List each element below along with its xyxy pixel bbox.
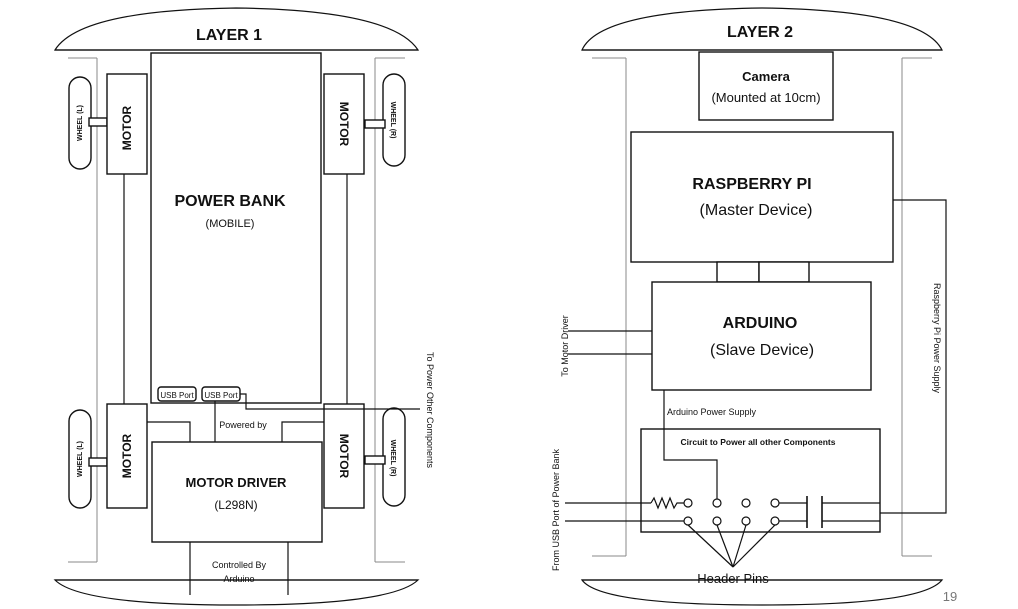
power-bank-title: POWER BANK bbox=[174, 193, 286, 210]
page-number: 19 bbox=[943, 589, 957, 604]
motor-top-right: MOTOR bbox=[323, 73, 365, 175]
wheel-top-right-label: WHEEL (R) bbox=[389, 102, 396, 139]
motor-driver-subtitle: (L298N) bbox=[214, 498, 257, 512]
wheel-top-left-label: WHEEL (L) bbox=[77, 105, 84, 141]
circuit-label: Circuit to Power all other Components bbox=[681, 437, 836, 447]
usb-port-1-label: USB Port bbox=[160, 391, 194, 400]
raspberry-pi: RASPBERRY PI (Master Device) bbox=[630, 131, 894, 263]
camera-title: Camera bbox=[742, 69, 790, 84]
motor-driver: MOTOR DRIVER (L298N) bbox=[151, 441, 323, 543]
camera-subtitle: (Mounted at 10cm) bbox=[711, 90, 820, 105]
wheel-bottom-right-label: WHEEL (R) bbox=[389, 440, 396, 477]
layer1-chassis bbox=[53, 7, 420, 606]
controlled-by-label-2: Arduino bbox=[223, 574, 254, 584]
powered-by-label: Powered by bbox=[219, 420, 267, 430]
layer1-title: LAYER 1 bbox=[196, 27, 262, 44]
arduino-subtitle: (Slave Device) bbox=[710, 342, 814, 359]
raspberry-pi-subtitle: (Master Device) bbox=[700, 202, 813, 219]
wheel-bottom-right: WHEEL (R) bbox=[364, 407, 406, 507]
power-bank-subtitle: (MOBILE) bbox=[206, 218, 255, 230]
wheel-top-left: WHEEL (L) bbox=[68, 76, 108, 170]
raspberry-pi-title: RASPBERRY PI bbox=[692, 176, 811, 193]
circuit-board: Circuit to Power all other Components bbox=[640, 428, 881, 533]
from-usb-label: From USB Port of Power Bank bbox=[551, 448, 561, 571]
usb-port-1 bbox=[157, 386, 197, 402]
rpi-power-supply-label: Raspberry Pi Power Supply bbox=[932, 283, 942, 394]
motor-bottom-left: MOTOR bbox=[106, 403, 148, 509]
motor-bottom-left-label: MOTOR bbox=[120, 433, 134, 478]
wheel-top-right: WHEEL (R) bbox=[364, 73, 406, 167]
camera: Camera (Mounted at 10cm) bbox=[698, 51, 834, 121]
arduino-title: ARDUINO bbox=[723, 315, 798, 332]
arduino: ARDUINO (Slave Device) bbox=[651, 281, 872, 391]
power-bank: POWER BANK (MOBILE) USB Port USB Port bbox=[150, 52, 322, 404]
wheel-bottom-left-label: WHEEL (L) bbox=[77, 441, 84, 477]
layer1-wires bbox=[123, 174, 420, 595]
motor-top-left: MOTOR bbox=[106, 73, 148, 175]
layer2-wires bbox=[565, 199, 947, 568]
motor-top-right-label: MOTOR bbox=[337, 102, 351, 147]
motor-top-left-label: MOTOR bbox=[120, 105, 134, 150]
pi-arduino-connector bbox=[716, 261, 810, 283]
motor-bottom-right-label: MOTOR bbox=[337, 434, 351, 479]
motor-driver-title: MOTOR DRIVER bbox=[186, 475, 287, 490]
header-pins-label: Header Pins bbox=[697, 571, 769, 586]
motor-bottom-right: MOTOR bbox=[323, 403, 365, 509]
wheel-bottom-left: WHEEL (L) bbox=[68, 409, 108, 509]
to-power-other-label: To Power Other Components bbox=[425, 352, 435, 469]
layer2-chassis bbox=[580, 7, 944, 606]
controlled-by-label-1: Controlled By bbox=[212, 560, 267, 570]
layer2-title: LAYER 2 bbox=[727, 24, 793, 41]
usb-port-2-label: USB Port bbox=[204, 391, 238, 400]
to-motor-driver-label: To Motor Driver bbox=[560, 315, 570, 377]
arduino-power-supply-label: Arduino Power Supply bbox=[667, 407, 757, 417]
